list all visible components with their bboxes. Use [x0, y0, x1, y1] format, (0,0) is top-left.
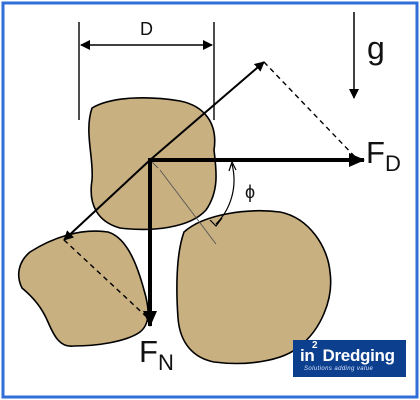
label-d: D [140, 19, 153, 39]
angle-arc-head-bottom [209, 217, 223, 227]
label-phi: ϕ [245, 182, 255, 202]
label-fn: FN [139, 334, 174, 375]
particle-top [88, 97, 217, 231]
dashed-projection-drag [263, 61, 359, 161]
label-fd: FD [366, 135, 401, 176]
angle-arc-head-top [228, 160, 237, 172]
resultant-arrow-down [63, 159, 151, 241]
logo-tagline: Solutions adding value [304, 366, 374, 372]
center-line [159, 169, 217, 245]
dashed-projection-normal [63, 239, 151, 321]
angle-arc [215, 163, 235, 225]
logo-superscript: 2 [312, 340, 318, 351]
center-tick [151, 161, 159, 169]
resultant-arrow-up [149, 61, 265, 161]
label-g: g [367, 30, 385, 66]
particle-left [17, 230, 149, 347]
